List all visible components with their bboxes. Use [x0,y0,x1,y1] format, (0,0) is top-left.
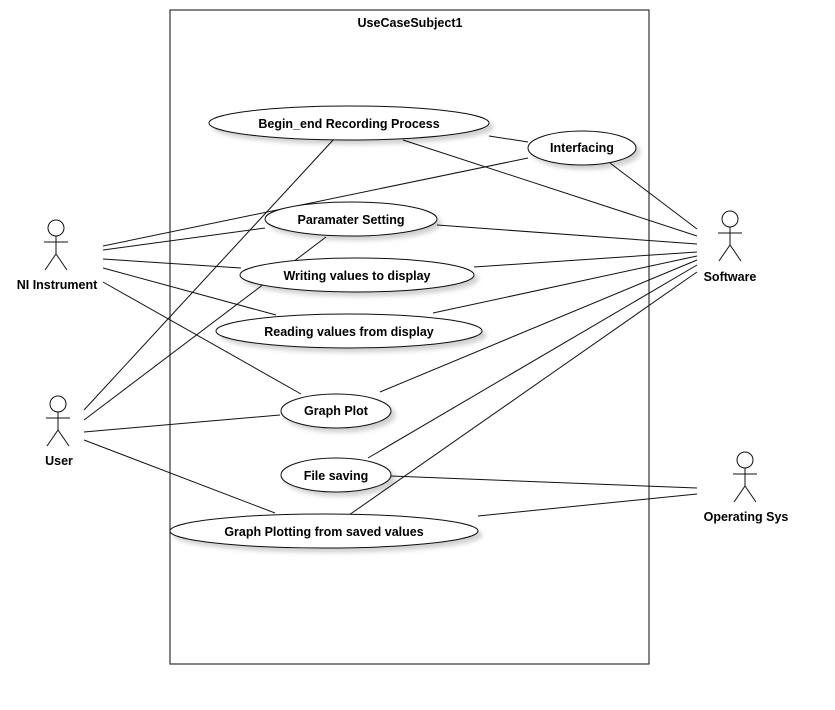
assoc-beginend-interfacing[interactable] [488,135,529,143]
use-case-interfacing[interactable]: Interfacing [527,130,637,166]
actor-software[interactable]: Software [704,210,757,284]
assoc-graphsaved-os[interactable] [477,493,698,517]
assoc-graphplot-software[interactable] [379,259,698,393]
assoc-graphsaved-software[interactable] [348,271,698,516]
use-case-label: Interfacing [550,141,614,155]
assoc-ni-interfacing[interactable] [102,157,529,247]
use-case-begin-end[interactable]: Begin_end Recording Process [208,105,490,141]
actor-label: Operating Sys [704,510,789,524]
assoc-ni-writing[interactable] [102,258,242,269]
stick-figure-icon [718,210,742,262]
assoc-beginend-software[interactable] [402,139,698,237]
assoc-user-graphsaved[interactable] [83,439,276,514]
assoc-filesaving-software[interactable] [367,264,698,459]
stick-figure-icon [44,219,68,271]
stick-figure-icon [733,451,757,503]
use-case-label: Paramater Setting [298,213,405,227]
use-case-label: Begin_end Recording Process [258,117,439,131]
use-case-graph-plot[interactable]: Graph Plot [280,393,392,429]
actor-ni-instrument[interactable]: NI Instrument [17,219,98,292]
stick-figure-icon [46,395,70,447]
actor-label: Software [704,270,757,284]
assoc-user-graphplot[interactable] [83,414,281,433]
assoc-ni-graphplot[interactable] [102,281,302,395]
assoc-ni-reading[interactable] [102,267,277,316]
use-case-label: Writing values to display [283,269,430,283]
assoc-param-software[interactable] [436,224,698,245]
assoc-reading-software[interactable] [432,255,698,314]
associations [83,135,698,517]
actor-label: User [45,454,73,468]
assoc-writing-software[interactable] [473,251,698,268]
use-case-writing[interactable]: Writing values to display [239,257,475,293]
assoc-interfacing-software[interactable] [609,162,698,230]
use-case-label: Reading values from display [264,325,434,339]
actor-label: NI Instrument [17,278,98,292]
actor-user[interactable]: User [45,395,73,468]
assoc-ni-param[interactable] [102,227,266,251]
use-case-reading[interactable]: Reading values from display [215,313,483,349]
use-case-label: Graph Plot [304,404,369,418]
use-case-label: File saving [304,469,369,483]
use-case-param-setting[interactable]: Paramater Setting [264,201,438,237]
assoc-user-beginend[interactable] [83,138,335,411]
use-case-label: Graph Plotting from saved values [224,525,423,539]
use-case-graph-saved[interactable]: Graph Plotting from saved values [169,513,479,549]
actor-operating-sys[interactable]: Operating Sys [704,451,789,524]
subject-title: UseCaseSubject1 [358,16,463,30]
use-case-file-saving[interactable]: File saving [280,457,392,493]
assoc-filesaving-os[interactable] [390,475,698,489]
